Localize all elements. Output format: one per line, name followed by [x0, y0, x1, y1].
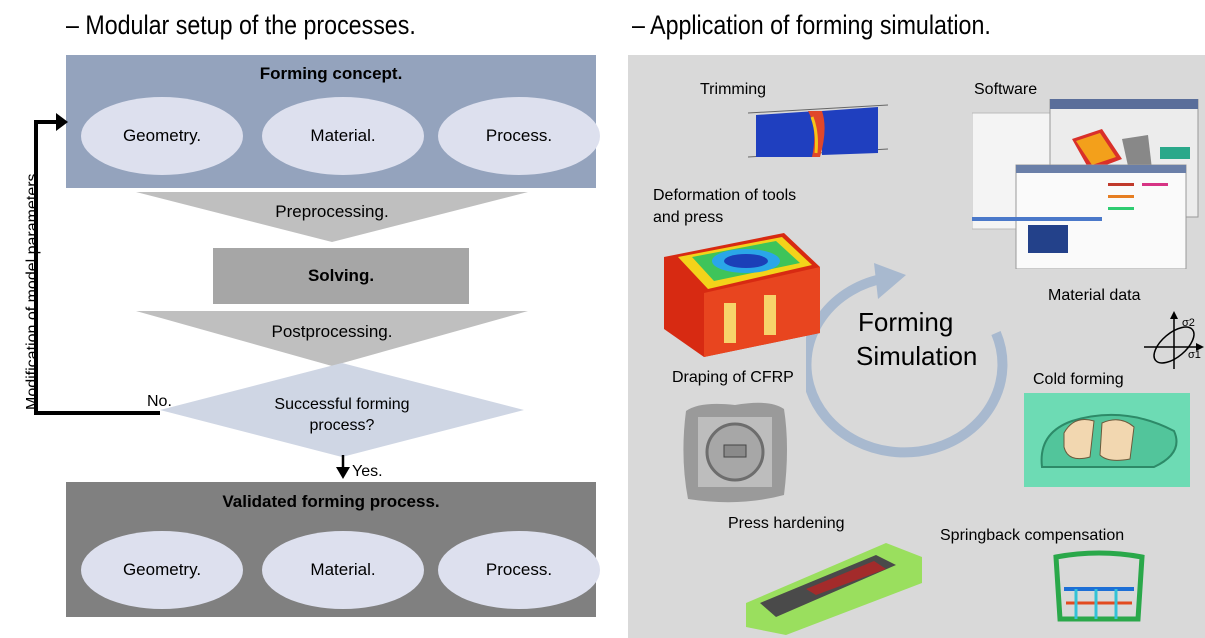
- preprocessing-label: Preprocessing.: [275, 202, 389, 221]
- draping-label: Draping of CFRP: [672, 369, 794, 386]
- material-data-plot: [1144, 311, 1204, 369]
- loop-label-text: Modification of model parameters.: [24, 169, 41, 410]
- solving-label: Solving.: [307, 266, 375, 285]
- validated-geometry-ellipse: Geometry.: [81, 531, 243, 609]
- trimming-label: Trimming: [700, 81, 767, 98]
- loop-label: Modification of model parameters.: [24, 110, 42, 410]
- concept-material-ellipse: Material.: [262, 97, 424, 175]
- cold-forming-image: [1024, 393, 1190, 487]
- postprocessing-funnel: [136, 311, 528, 366]
- forming-simulation-line2: Simulation: [856, 341, 978, 371]
- material-data-label: Material data: [1048, 287, 1141, 304]
- forming-concept-title: Forming concept.: [259, 64, 403, 83]
- springback-label: Springback compensation: [940, 527, 1125, 544]
- deformation-label: Deformation of tools and press: [653, 185, 796, 229]
- right-heading: – Application of forming simulation.: [632, 10, 991, 40]
- concept-geometry-ellipse: Geometry.: [81, 97, 243, 175]
- trimming-image: [748, 104, 888, 158]
- software-label: Software: [974, 81, 1038, 98]
- validated-material-ellipse: Material.: [262, 531, 424, 609]
- decision-line2: process?: [309, 417, 375, 434]
- decision-line1: Successful forming: [274, 396, 410, 413]
- loop-arrow: [34, 113, 160, 415]
- decision-no-label: No.: [147, 393, 172, 410]
- decision-diamond: [160, 363, 524, 457]
- cycle-arrow: [806, 263, 1008, 458]
- left-heading: – Modular setup of the processes.: [66, 10, 416, 40]
- decision-text: Successful forming process?: [240, 394, 444, 436]
- validated-process-ellipse: Process.: [438, 531, 600, 609]
- sigma1-label: σ1: [1188, 349, 1201, 361]
- software-screenshot: [972, 99, 1199, 269]
- validated-title: Validated forming process.: [222, 492, 440, 511]
- preprocessing-funnel: [136, 192, 528, 242]
- deformation-image: [664, 233, 820, 357]
- sigma2-label: σ2: [1182, 317, 1195, 329]
- cold-forming-label: Cold forming: [1033, 371, 1124, 388]
- deformation-line1: Deformation of tools: [653, 187, 797, 204]
- deformation-line2: and press: [653, 209, 724, 226]
- postprocessing-label: Postprocessing.: [271, 322, 393, 341]
- simulation-panel: Forming Simulation Trimming Software Def…: [628, 55, 1205, 638]
- draping-image: [683, 402, 787, 503]
- forming-simulation-text: Forming Simulation: [856, 305, 977, 373]
- yes-arrow: [336, 455, 350, 479]
- springback-image: [1053, 550, 1145, 622]
- validated-box: Validated forming process. Geometry. Mat…: [66, 482, 600, 617]
- forming-simulation-line1: Forming: [858, 307, 954, 337]
- press-hardening-image: [746, 543, 922, 635]
- decision-yes-label: Yes.: [352, 463, 383, 480]
- press-hardening-label: Press hardening: [728, 515, 845, 532]
- solving-box: Solving.: [213, 248, 469, 304]
- concept-process-ellipse: Process.: [438, 97, 600, 175]
- forming-concept-box: Forming concept. Geometry. Material. Pro…: [66, 55, 600, 188]
